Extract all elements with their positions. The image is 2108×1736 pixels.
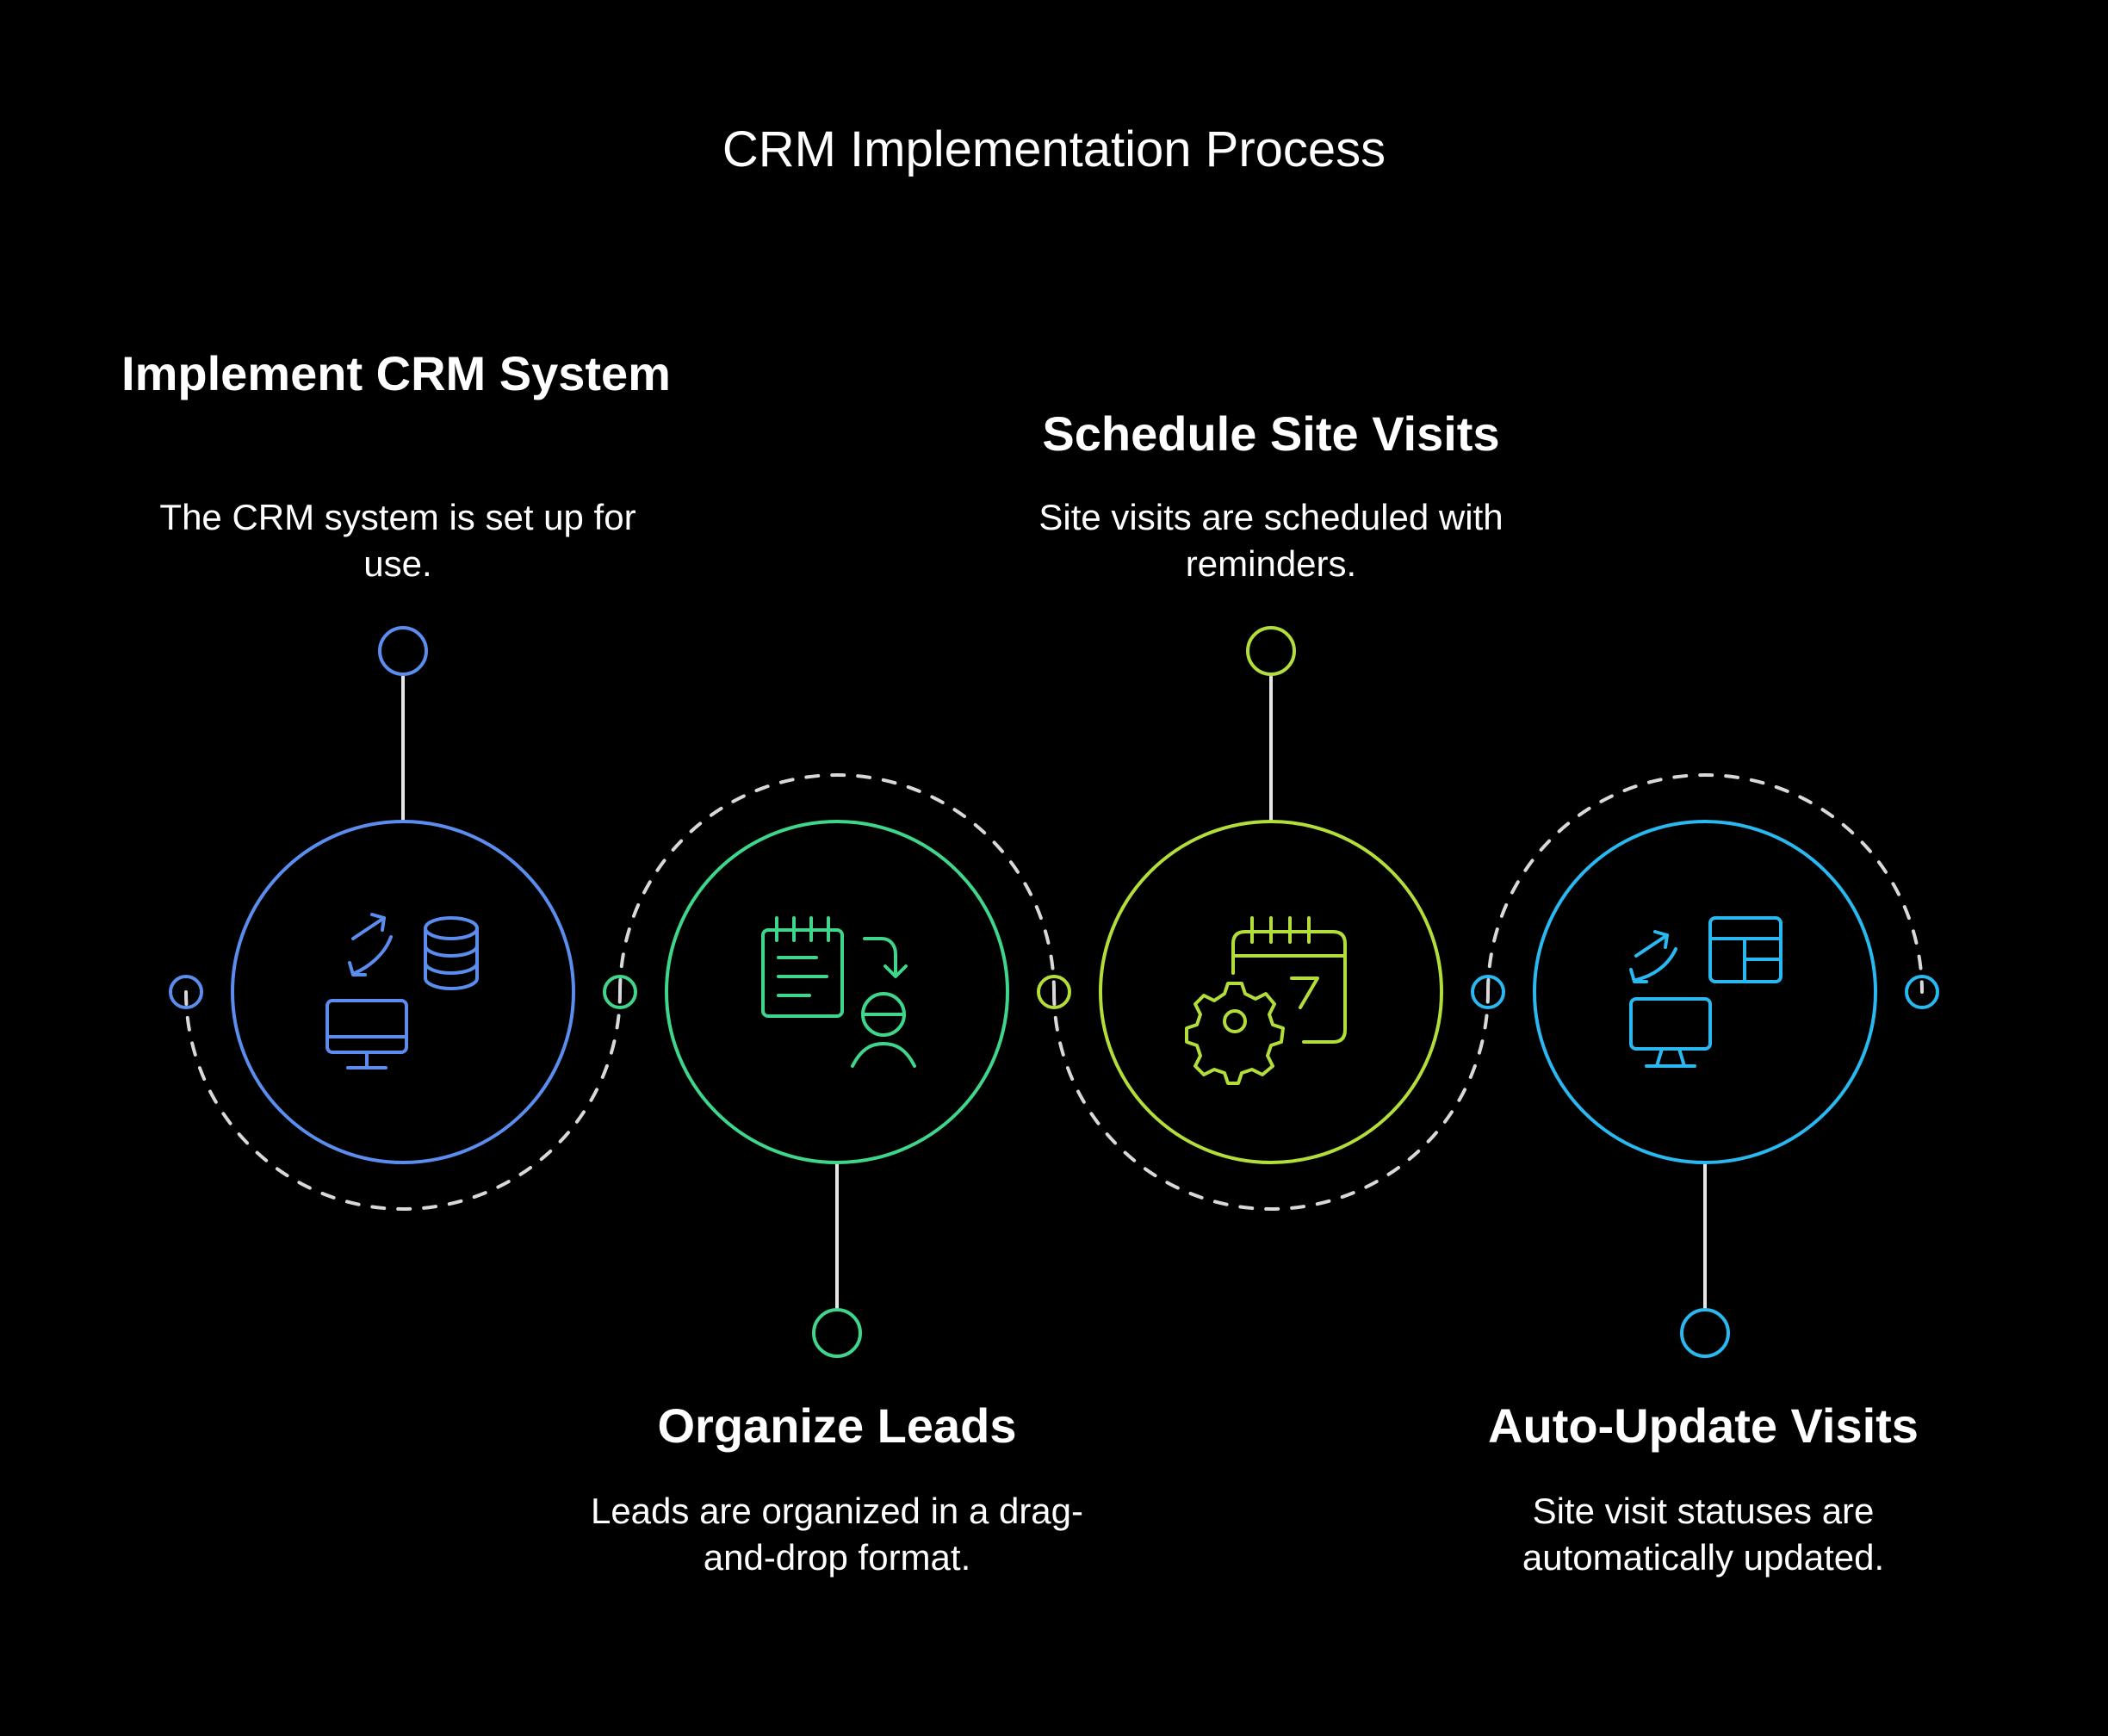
clipboard-icon <box>761 916 844 1018</box>
path-node <box>169 975 203 1009</box>
step-desc-auto-update: Site visit statuses are automatically up… <box>1522 1491 1885 1578</box>
dashed-arc-4 <box>1486 773 1924 994</box>
dashed-arc-2 <box>618 773 1056 994</box>
sync-arrows-icon <box>348 913 393 976</box>
monitor-icon <box>1629 997 1712 1068</box>
connector-node <box>812 1308 862 1358</box>
connector-node <box>1246 626 1296 676</box>
path-node <box>1471 975 1505 1009</box>
dashed-path <box>184 773 1924 1211</box>
step-desc-implement-crm: The CRM system is set up for use. <box>159 497 636 584</box>
path-node-end <box>1905 975 1939 1009</box>
path-node <box>603 975 637 1009</box>
step-node-organize-leads <box>603 820 1009 1358</box>
step-node-implement-crm <box>169 626 575 1164</box>
arrow-down-icon <box>863 937 908 978</box>
gear-icon <box>1185 982 1285 1085</box>
person-icon <box>851 992 916 1068</box>
table-icon <box>1708 916 1782 983</box>
step-desc-schedule-visits: Site visits are scheduled with reminders… <box>1038 497 1504 584</box>
step-title-organize-leads: Organize Leads <box>657 1398 1017 1453</box>
step-title-schedule-visits: Schedule Site Visits <box>1042 406 1500 461</box>
sync-arrows-icon <box>1629 930 1677 983</box>
monitor-icon <box>326 999 408 1070</box>
step-node-schedule-visits <box>1037 626 1443 1164</box>
step-desc-organize-leads: Leads are organized in a drag-and-drop f… <box>590 1491 1084 1578</box>
step-circle <box>231 820 575 1164</box>
connectors <box>401 675 1707 1311</box>
step-circle <box>665 820 1009 1164</box>
dashed-arc-3 <box>1052 990 1490 1211</box>
step-circle <box>1533 820 1877 1164</box>
connector-node <box>1680 1308 1730 1358</box>
page-title: CRM Implementation Process <box>722 121 1386 177</box>
step-title-implement-crm: Implement CRM System <box>121 346 671 400</box>
calendar-icon <box>1231 916 1347 1044</box>
path-node <box>1037 975 1071 1009</box>
step-title-auto-update: Auto-Update Visits <box>1488 1398 1919 1453</box>
database-icon <box>424 916 479 990</box>
step-node-auto-update <box>1471 820 1939 1358</box>
connector-node <box>378 626 428 676</box>
step-circle <box>1099 820 1443 1164</box>
dashed-arc-1 <box>184 990 622 1211</box>
